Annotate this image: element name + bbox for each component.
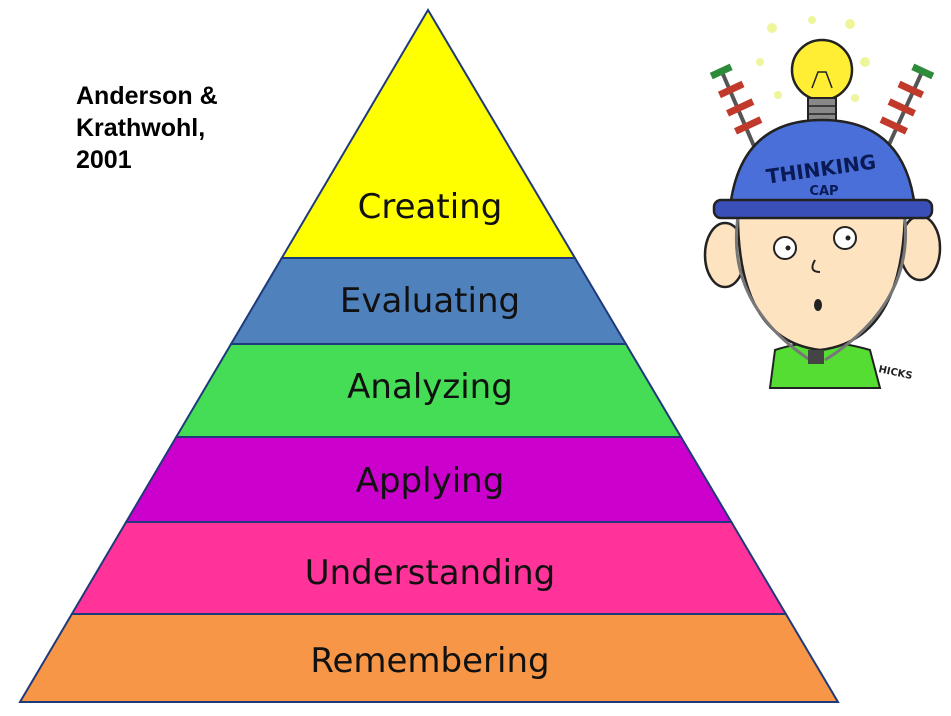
- pyramid-label-remembering: Remembering: [310, 641, 549, 681]
- citation-line-year: 2001: [76, 146, 132, 174]
- pyramid-label-applying: Applying: [356, 461, 505, 501]
- citation-text: Anderson & Krathwohl, 2001: [76, 80, 218, 176]
- citation-line-authors: Anderson &: [76, 82, 218, 110]
- face-icon: [703, 203, 942, 364]
- sparkle-icon: [756, 16, 870, 102]
- citation-line-authors-2: Krathwohl,: [76, 114, 206, 142]
- artist-signature: HICKS: [877, 364, 913, 382]
- pyramid-label-analyzing: Analyzing: [347, 367, 513, 407]
- pyramid-level-remembering: [18, 613, 840, 703]
- pyramid-label-evaluating: Evaluating: [340, 281, 520, 321]
- pyramid-label-understanding: Understanding: [305, 553, 556, 593]
- pyramid-label-creating: Creating: [358, 187, 503, 227]
- cap-text-cap: CAP: [809, 184, 838, 199]
- lightbulb-icon: [790, 38, 854, 129]
- cap-icon: THINKING CAP: [712, 118, 934, 220]
- thinking-cap-illustration: THINKING CAP HICKS: [703, 16, 942, 389]
